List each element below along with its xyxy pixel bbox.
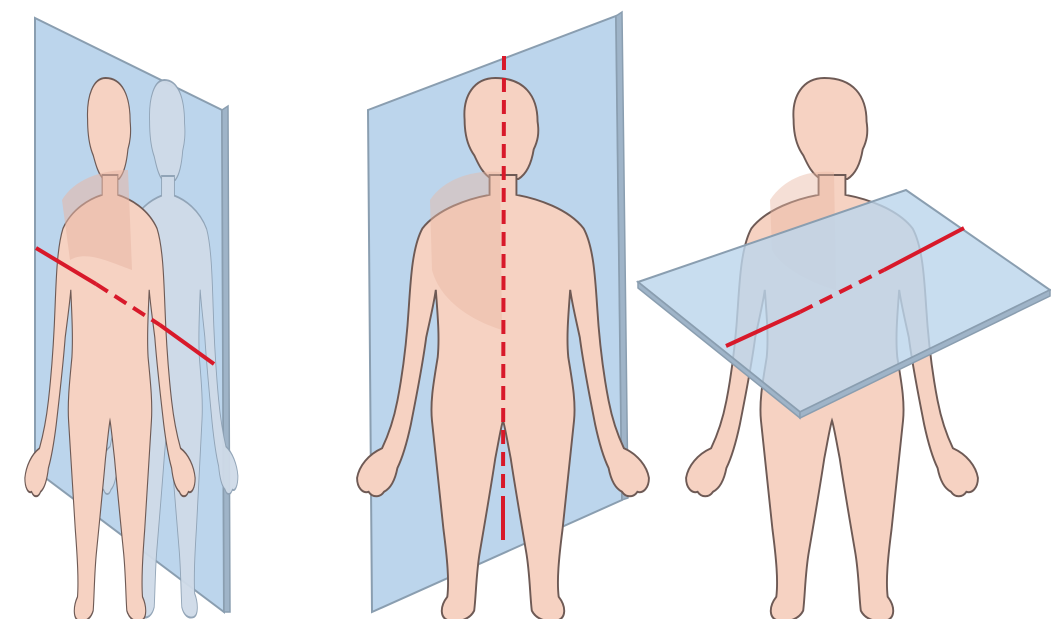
transverse-plane-face — [638, 190, 1050, 412]
transverse-plane — [638, 190, 1050, 418]
coronal-panel — [25, 18, 238, 619]
sagittal-panel — [357, 12, 649, 619]
transverse-panel — [638, 78, 1050, 619]
coronal-plane-edge — [222, 106, 230, 612]
sagittal-cut-line-dashed — [503, 56, 504, 500]
